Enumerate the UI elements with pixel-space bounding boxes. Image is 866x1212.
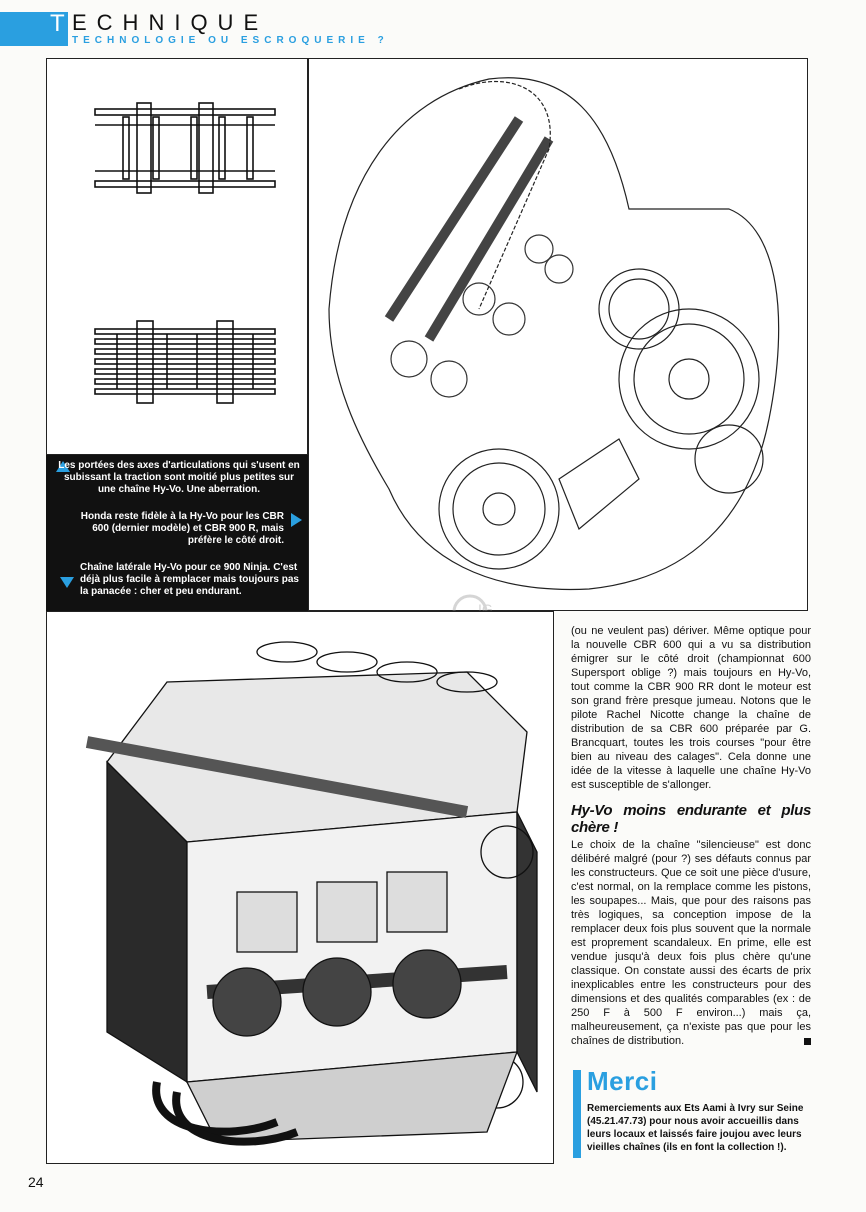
arrow-right-icon <box>291 513 302 527</box>
arrow-down-icon <box>60 577 74 588</box>
article-paragraph-2-text: Le choix de la chaîne "silencieuse" est … <box>571 839 811 1047</box>
header-initial: T <box>50 10 65 37</box>
caption-chain-pins: Les portées des axes d'articulations qui… <box>58 460 300 495</box>
header-title: ECHNIQUE <box>72 10 269 35</box>
chain-diagram-panel <box>46 58 308 455</box>
article-subhead: Hy-Vo moins endurante et plus chère ! <box>571 802 811 836</box>
engine-drawing-2 <box>85 641 538 1146</box>
header-subtitle: TECHNOLOGIE OU ESCROQUERIE ? <box>72 35 389 46</box>
article-paragraph-1: (ou ne veulent pas) dériver. Même optiqu… <box>571 625 811 791</box>
merci-title: Merci <box>587 1066 658 1096</box>
header-accent-block <box>0 12 68 46</box>
page-number: 24 <box>28 1174 44 1190</box>
merci-text: Remerciements aux Ets Aami à Ivry sur Se… <box>587 1103 804 1153</box>
caption-box: Les portées des axes d'articulations qui… <box>46 455 308 611</box>
article-column: (ou ne veulent pas) dériver. Même optiqu… <box>571 624 811 1048</box>
ninja-engine-cutaway-illustration <box>46 611 554 1164</box>
article-paragraph-2: Le choix de la chaîne "silencieuse" est … <box>571 838 811 1048</box>
honda-engine-cutaway-illustration <box>308 58 808 611</box>
arrow-up-icon <box>56 461 70 472</box>
caption-ninja: Chaîne latérale Hy-Vo pour ce 900 Ninja.… <box>80 562 299 597</box>
engine-drawing-1 <box>328 77 780 591</box>
merci-box: Merci Remerciements aux Ets Aami à Ivry … <box>573 1066 813 1158</box>
end-mark-icon <box>804 1038 811 1045</box>
merci-accent-bar <box>573 1070 581 1158</box>
standard-chain-illustration <box>94 102 276 404</box>
caption-honda: Honda reste fidèle à la Hy-Vo pour les C… <box>80 511 284 546</box>
